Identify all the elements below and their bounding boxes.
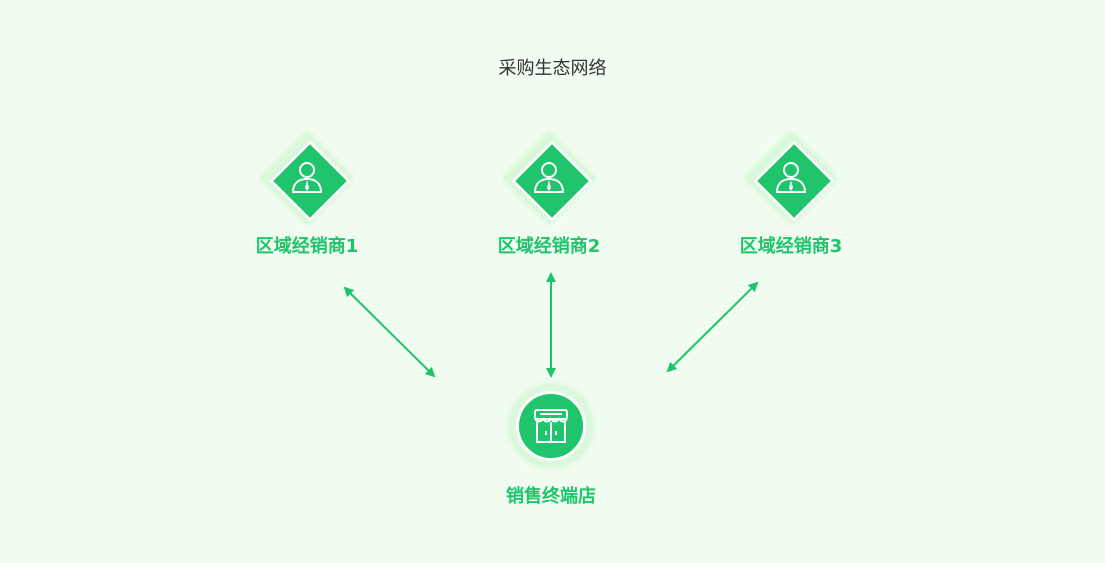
diagram-title: 采购生态网络	[498, 58, 607, 79]
arrow-distributor-1-store	[343, 286, 436, 378]
storefront-icon	[534, 409, 568, 443]
distributor-label: 区域经销商2	[497, 236, 601, 257]
arrow-distributor-3-store	[666, 281, 759, 373]
distributor-label: 区域经销商1	[255, 236, 359, 257]
store-label: 销售终端店	[506, 486, 596, 507]
distributor-node-1: 区域经销商1	[227, 128, 387, 258]
person-icon	[775, 162, 807, 193]
person-icon	[533, 162, 565, 193]
store-node: 销售终端店	[471, 384, 631, 508]
distributor-label: 区域经销商3	[739, 236, 843, 257]
distributor-node-3: 区域经销商3	[711, 128, 871, 258]
distributor-node-2: 区域经销商2	[469, 128, 629, 258]
person-icon	[291, 162, 323, 193]
